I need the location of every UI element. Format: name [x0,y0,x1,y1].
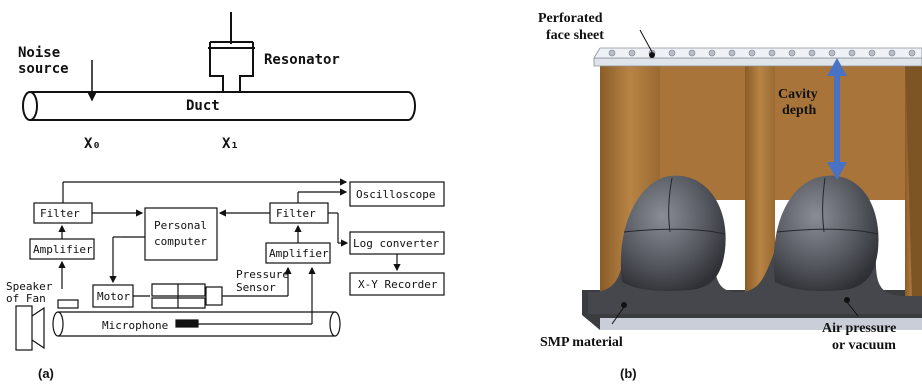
xy-recorder-label: X-Y Recorder [358,278,438,291]
speaker-label-1: Speaker [6,280,53,293]
block-diagram [15,178,445,351]
noise-source-label-2: source [18,61,69,77]
duct-walls [30,91,408,121]
duct-schematic [22,12,416,121]
speaker-box [15,305,33,351]
cavity-label-2: depth [782,103,816,118]
oscilloscope-box [349,181,445,207]
pressure-sensor-label-2: Sensor [236,281,276,294]
resonator-label: Resonator [264,52,340,68]
microphone-label: Microphone [102,319,168,332]
duct-left-end [22,91,38,121]
cavity-label-1: Cavity [778,87,818,102]
computer-box [144,207,218,261]
motor-label: Motor [97,290,130,303]
x1-label: X₁ [222,136,239,152]
noise-source-label-1: Noise [18,45,60,61]
amplifier-right-label: Amplifier [269,247,329,260]
speaker-label-2: of Fan [6,292,46,305]
speaker-cone [31,306,45,350]
air-pressure-label-2: or vacuum [832,338,896,353]
honeycomb-render [582,29,922,330]
pressure-sensor-label-1: Pressure [236,268,289,281]
oscilloscope-label: Oscilloscope [356,188,435,201]
panel-b-caption: (b) [620,366,637,381]
filter-left-label: Filter [40,207,80,220]
xy-recorder-box [349,272,445,296]
duct-label: Duct [186,98,220,114]
test-resonator [151,283,206,309]
log-converter-label: Log converter [353,237,439,250]
test-duct [58,311,335,337]
smp-label: SMP material [540,335,623,350]
perforated-label-1: Perforated [538,11,603,26]
amplifier-left-label: Amplifier [33,243,93,256]
perforated-label-2: face sheet [546,28,604,43]
computer-label-1: Personal [154,219,207,232]
microphone-element [175,319,199,328]
computer-label-2: computer [154,235,207,248]
resonator-body [209,42,254,92]
x0-label: X₀ [84,136,101,152]
panel-a-caption: (a) [38,366,54,381]
pressure-sensor-body [205,286,223,306]
air-pressure-label-1: Air pressure [822,321,896,336]
duct-right-end [407,91,416,121]
filter-right-label: Filter [276,207,316,220]
fan-unit [57,299,79,309]
